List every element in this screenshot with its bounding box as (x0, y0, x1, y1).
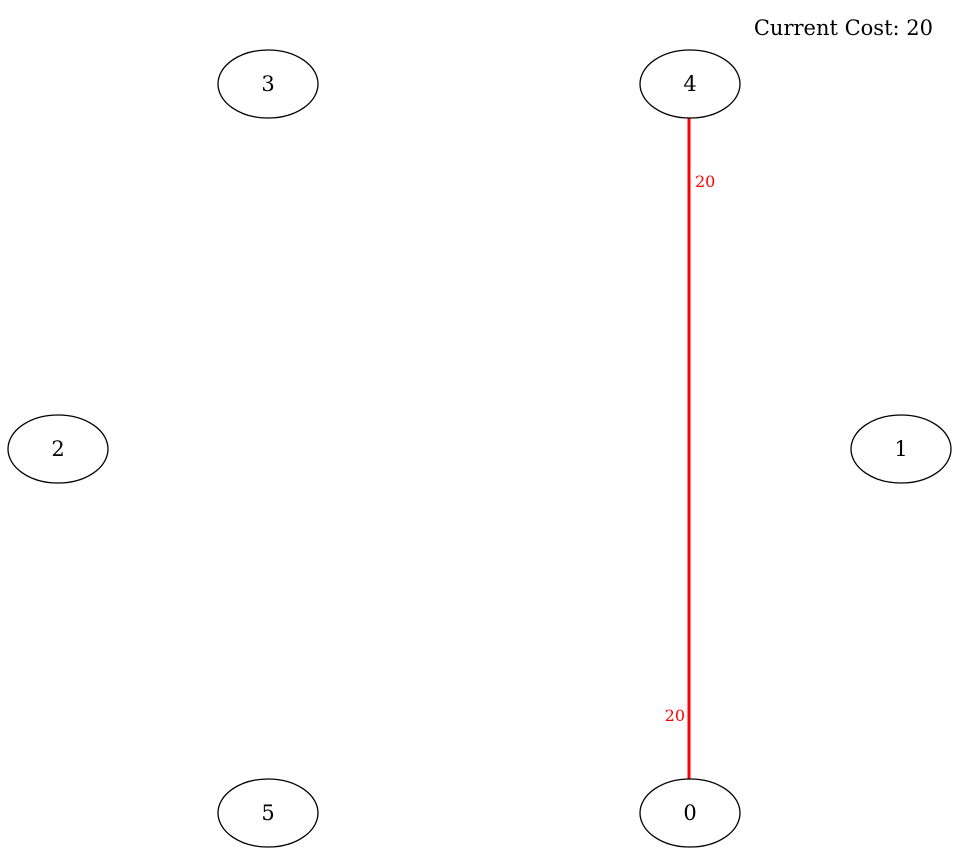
node-4[interactable]: 4 (639, 49, 741, 119)
node-2-label: 2 (51, 437, 64, 461)
edge-4-0-head-label: 20 (665, 706, 685, 725)
node-2[interactable]: 2 (7, 414, 109, 484)
edge-4-0-tail-label: 20 (695, 172, 715, 191)
node-0-ellipse (639, 778, 741, 848)
edges-layer: 20 20 (665, 117, 715, 783)
node-0-label: 0 (683, 801, 696, 825)
node-4-label: 4 (683, 72, 696, 96)
node-1-label: 1 (894, 437, 907, 461)
node-5-ellipse (217, 778, 319, 848)
node-3[interactable]: 3 (217, 49, 319, 119)
node-3-label: 3 (261, 72, 274, 96)
node-1-ellipse (850, 414, 952, 484)
node-4-ellipse (639, 49, 741, 119)
node-3-ellipse (217, 49, 319, 119)
node-2-ellipse (7, 414, 109, 484)
node-1[interactable]: 1 (850, 414, 952, 484)
current-cost-label: Current Cost: 20 (754, 16, 933, 40)
node-5-label: 5 (261, 801, 274, 825)
nodes-layer: 3 4 2 1 5 0 (7, 49, 952, 848)
node-0[interactable]: 0 (639, 778, 741, 848)
node-5[interactable]: 5 (217, 778, 319, 848)
